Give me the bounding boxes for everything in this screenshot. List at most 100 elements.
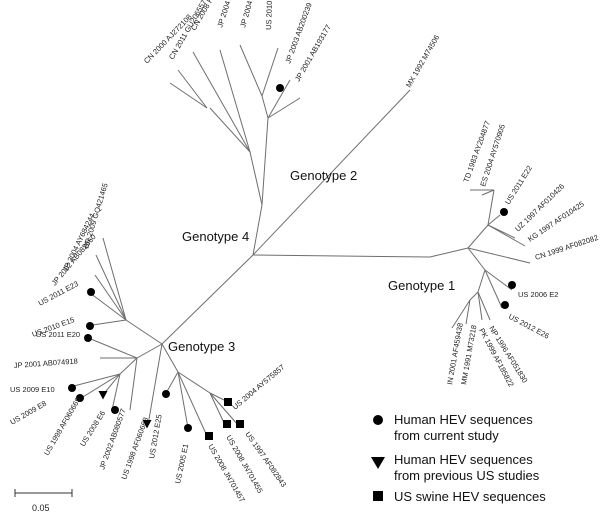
- legend-triangle-line2: from previous US studies: [394, 468, 540, 483]
- circle-marker-icon: [162, 390, 170, 398]
- tree-branch: [429, 247, 469, 258]
- circle-marker-icon: [508, 281, 516, 289]
- leaf-label: US 1998 AF060669: [42, 396, 83, 457]
- tree-branch: [69, 373, 121, 388]
- leaf-label: US 2009 E10: [10, 385, 55, 394]
- tree-branch: [484, 269, 513, 291]
- leaf-label: MX 1992 M74506: [404, 33, 441, 89]
- tree-branch: [209, 392, 239, 426]
- leaf-label: US 2005 E1: [173, 443, 190, 484]
- tree-branch: [249, 151, 263, 206]
- genotype-3-label: Genotype 3: [168, 339, 235, 354]
- square-marker-icon: [223, 420, 231, 428]
- leaf-label: US 2004 AY575857: [231, 363, 287, 412]
- tree-branch: [177, 371, 208, 437]
- leaf-label: UZ 1997 AF010426: [513, 182, 566, 234]
- tree-branch: [465, 299, 471, 325]
- triangle-marker-icon: [142, 420, 152, 429]
- tree-branch: [85, 336, 138, 359]
- genotype-4-label: Genotype 4: [182, 229, 249, 244]
- tree-branch: [467, 247, 486, 271]
- tree-branch: [261, 117, 269, 206]
- legend-circle-line1: Human HEV sequences: [394, 412, 533, 427]
- tree-branch: [252, 204, 263, 256]
- tree-branch: [192, 51, 251, 153]
- leaf-label: JP 2001 AB074918: [14, 357, 79, 370]
- tree-branch: [125, 319, 163, 345]
- tree-branches: [69, 44, 531, 437]
- tree-branch: [261, 95, 269, 119]
- leaf-label: US 2009 E8: [9, 399, 49, 427]
- legend-circle-icon: [373, 415, 383, 425]
- tree-branch: [161, 254, 254, 345]
- tree-branch: [209, 392, 226, 426]
- tree-branch: [487, 189, 495, 226]
- tree-branch: [477, 269, 486, 293]
- legend-triangle-icon: [371, 457, 385, 469]
- tree-branch: [102, 237, 127, 321]
- circle-marker-icon: [68, 384, 76, 392]
- square-marker-icon: [205, 432, 213, 440]
- tree-branch: [209, 107, 251, 153]
- circle-marker-icon: [84, 334, 92, 342]
- leaf-label: US 2011 E20: [36, 330, 80, 339]
- tree-branch: [111, 373, 121, 411]
- tree-branch: [469, 291, 479, 301]
- tree-branch: [169, 82, 208, 109]
- circle-marker-icon: [76, 394, 84, 402]
- tree-branch: [267, 79, 291, 119]
- circle-marker-icon: [276, 84, 284, 92]
- triangle-marker-icon: [98, 391, 108, 400]
- tree-branch: [487, 214, 501, 226]
- tree-branch: [467, 224, 489, 249]
- circle-marker-icon: [500, 208, 508, 216]
- tree-branch: [487, 224, 526, 247]
- leaf-label: US 2012 E26: [507, 312, 551, 341]
- tree-branch: [94, 274, 127, 321]
- circle-marker-icon: [86, 322, 94, 330]
- legend-circle-line2: from current study: [394, 428, 499, 443]
- scale-bar-label: 0.05: [32, 503, 50, 513]
- tree-branch: [261, 47, 279, 97]
- tree-branch: [129, 357, 138, 411]
- tree-branch: [177, 371, 189, 429]
- tree-branch: [89, 292, 127, 321]
- legend-square-line1: US swine HEV sequences: [394, 489, 546, 504]
- tree-branch: [477, 291, 483, 321]
- tree-branch: [252, 254, 431, 258]
- legend-triangle-line1: Human HEV sequences: [394, 452, 533, 467]
- tree-branch: [477, 291, 491, 321]
- tree-branch: [451, 299, 471, 329]
- square-marker-icon: [224, 398, 232, 406]
- square-marker-icon: [236, 420, 244, 428]
- circle-marker-icon: [501, 301, 509, 309]
- tree-branch: [161, 343, 179, 373]
- tree-branch: [177, 371, 211, 394]
- leaf-label: CN 1999 AF082082: [534, 233, 599, 262]
- circle-marker-icon: [184, 424, 192, 432]
- leaf-label: US 2010 E18: [264, 0, 275, 30]
- scale-bar: 0.05: [14, 489, 73, 513]
- legend: Human HEV sequences from current study H…: [371, 412, 546, 504]
- leaf-label: JP 2004 AB161717: [238, 0, 264, 29]
- tree-branch: [219, 49, 251, 153]
- tree-branch: [239, 44, 263, 97]
- tree-branch: [147, 343, 163, 426]
- legend-square-icon: [373, 491, 383, 501]
- tree-branch: [467, 247, 531, 264]
- tree-branch: [177, 69, 208, 109]
- tree-branch: [136, 343, 163, 359]
- tree-branch: [481, 189, 495, 196]
- tree-branch: [252, 89, 411, 256]
- tree-branch: [267, 97, 301, 119]
- leaf-label: US 2006 E2: [518, 290, 558, 299]
- genotype-1-label: Genotype 1: [388, 278, 455, 293]
- circle-marker-icon: [111, 406, 119, 414]
- tree-branch: [95, 254, 127, 321]
- leaf-label: US 2011 E22: [503, 164, 534, 206]
- tree-branch: [77, 373, 121, 401]
- circle-marker-icon: [87, 288, 95, 296]
